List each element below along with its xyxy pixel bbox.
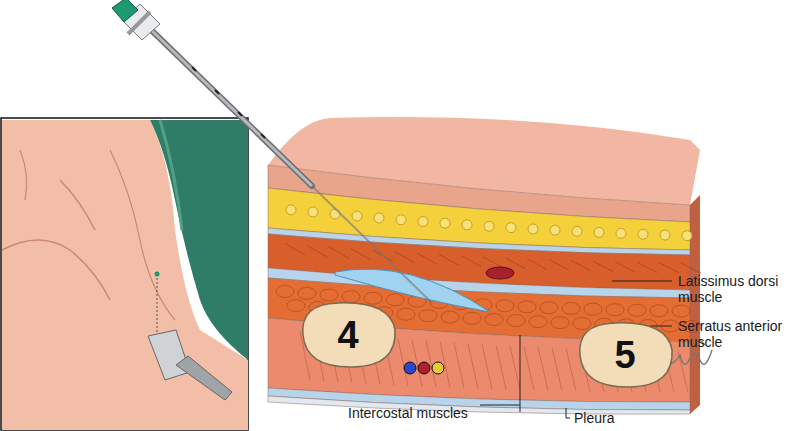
muscle-fiber: [329, 247, 349, 258]
muscle-texture: [529, 316, 547, 328]
muscle-fiber: [439, 254, 459, 265]
muscle-fiber: [681, 263, 701, 273]
fat-globule: [616, 228, 626, 238]
rib: 4: [298, 300, 398, 370]
muscle-texture: [628, 304, 646, 316]
muscle-texture: [485, 314, 503, 326]
fat-globule: [308, 207, 318, 217]
muscle-texture: [287, 300, 305, 312]
muscle-texture: [463, 312, 481, 324]
fat-globule: [484, 221, 494, 231]
tissue-layer: [268, 396, 690, 414]
fat-globule: [418, 217, 428, 227]
muscle-texture: [551, 317, 569, 329]
muscle-texture: [320, 289, 338, 301]
tissue-layers: [268, 165, 701, 414]
fat-globule: [572, 226, 582, 236]
muscle-label: Serratus anterior muscle: [678, 318, 790, 350]
muscle-texture: [507, 315, 525, 327]
rib-number: 4: [298, 300, 398, 370]
muscle-fiber: [285, 243, 305, 255]
neurovascular-bundle: [404, 362, 444, 374]
muscle-texture: [419, 310, 437, 322]
intercostal-fiber: [482, 344, 492, 389]
muscle-texture: [584, 303, 602, 315]
rib-number: 5: [575, 320, 675, 390]
muscle-texture: [606, 304, 624, 316]
muscle-texture: [364, 292, 382, 304]
muscle-texture: [573, 317, 591, 329]
fat-globule: [396, 215, 406, 225]
intercostal-fiber: [538, 347, 548, 391]
intercostal-fiber: [566, 348, 576, 391]
muscle-texture: [397, 308, 415, 320]
intercostal-fiber: [524, 346, 534, 390]
intercostal-fiber: [678, 352, 688, 392]
muscle-fiber: [593, 261, 613, 272]
fat-globule: [682, 231, 692, 241]
intercostal-fiber: [496, 345, 506, 390]
muscle-label: Intercostal muscles: [348, 405, 468, 421]
muscle-fiber: [571, 260, 591, 271]
muscle-fiber: [527, 259, 547, 270]
muscle-label: Latissimus dorsi muscle: [678, 273, 790, 305]
muscle-texture: [650, 305, 668, 317]
leader-lines: [480, 281, 672, 418]
membrane-label: Pleura: [574, 410, 614, 426]
fat-globule: [594, 227, 604, 237]
fat-globule: [374, 213, 384, 223]
muscle-fiber: [417, 253, 437, 264]
patient-figure: [2, 120, 248, 430]
intercostal-fiber: [398, 339, 408, 386]
needle: [112, 0, 432, 303]
muscle-fiber: [461, 256, 481, 267]
tissue-block: [268, 117, 700, 414]
muscle-fiber: [483, 257, 503, 268]
intercostal-fiber: [454, 343, 464, 389]
muscle-fiber: [637, 262, 657, 272]
inset-frame: [1, 118, 248, 430]
muscle-texture: [441, 311, 459, 323]
fat-globule: [506, 223, 516, 233]
fat-globule: [352, 211, 362, 221]
fat-globule: [462, 220, 472, 230]
muscle-texture: [672, 305, 690, 317]
rib: 5: [575, 320, 675, 390]
muscle-texture: [298, 287, 316, 299]
muscle-fiber: [659, 263, 679, 273]
thoracodorsal-vessel: [486, 267, 514, 279]
fat-globule: [286, 205, 296, 215]
muscle-texture: [540, 302, 558, 314]
muscle-texture: [276, 285, 294, 297]
muscle-fiber: [505, 258, 525, 269]
fat-globule: [638, 229, 648, 239]
muscle-texture: [386, 294, 404, 306]
muscle-fiber: [395, 252, 415, 263]
muscle-fiber: [307, 245, 327, 257]
muscle-texture: [342, 291, 360, 303]
fat-globule: [550, 225, 560, 235]
muscle-texture: [562, 302, 580, 314]
muscle-texture: [496, 300, 514, 312]
muscle-fiber: [549, 260, 569, 271]
fat-globule: [440, 218, 450, 228]
muscle-fiber: [351, 249, 371, 260]
muscle-texture: [518, 301, 536, 313]
fat-globule: [660, 230, 670, 240]
muscle-fiber: [615, 262, 635, 272]
intercostal-fiber: [552, 348, 562, 391]
intercostal-fiber: [468, 343, 478, 388]
fat-globule: [528, 224, 538, 234]
intercostal-fiber: [510, 346, 520, 390]
